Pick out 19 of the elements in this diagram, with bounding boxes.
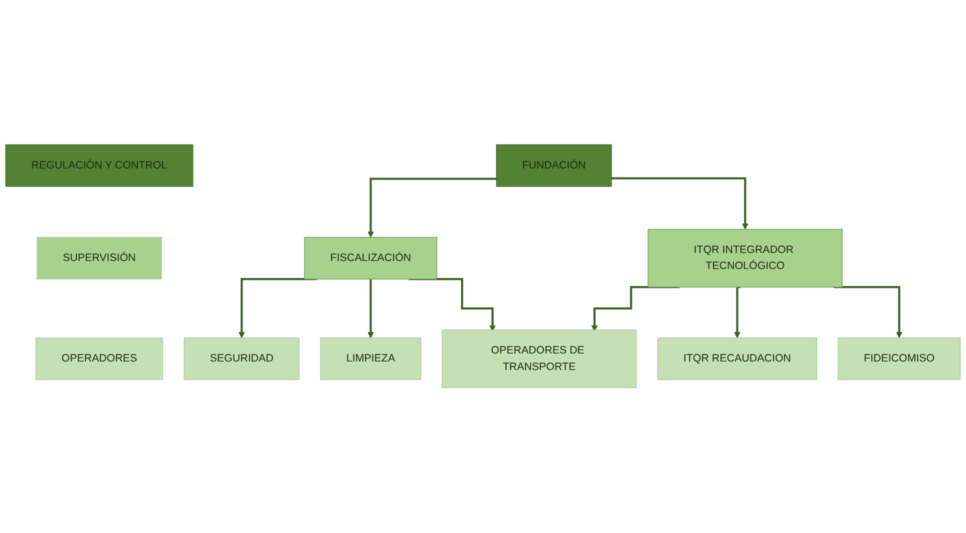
node-box: SEGURIDAD — [184, 338, 300, 380]
arrow — [591, 286, 680, 332]
node-box: FIDEICOMISO — [838, 338, 961, 380]
arrow — [734, 286, 741, 338]
node-box: OPERADORES DE TRANSPORTE — [442, 330, 637, 388]
arrow — [611, 178, 748, 230]
node-box: SUPERVISIÓN — [36, 237, 162, 280]
node-box: ITQR RECAUDACION — [657, 338, 818, 380]
node-box: ITQR INTEGRADOR TECNOLÓGICO — [648, 229, 843, 288]
arrow — [408, 278, 496, 332]
node-box: LIMPIEZA — [320, 338, 422, 380]
node-box: FUNDACIÓN — [496, 144, 612, 188]
arrow — [238, 278, 318, 338]
arrow — [368, 178, 496, 238]
node-box: REGULACIÓN Y CONTROL — [5, 144, 194, 188]
arrow — [834, 286, 902, 338]
node-box: OPERADORES — [36, 338, 164, 380]
arrow — [368, 278, 374, 338]
node-box: FISCALIZACIÓN — [304, 237, 438, 280]
